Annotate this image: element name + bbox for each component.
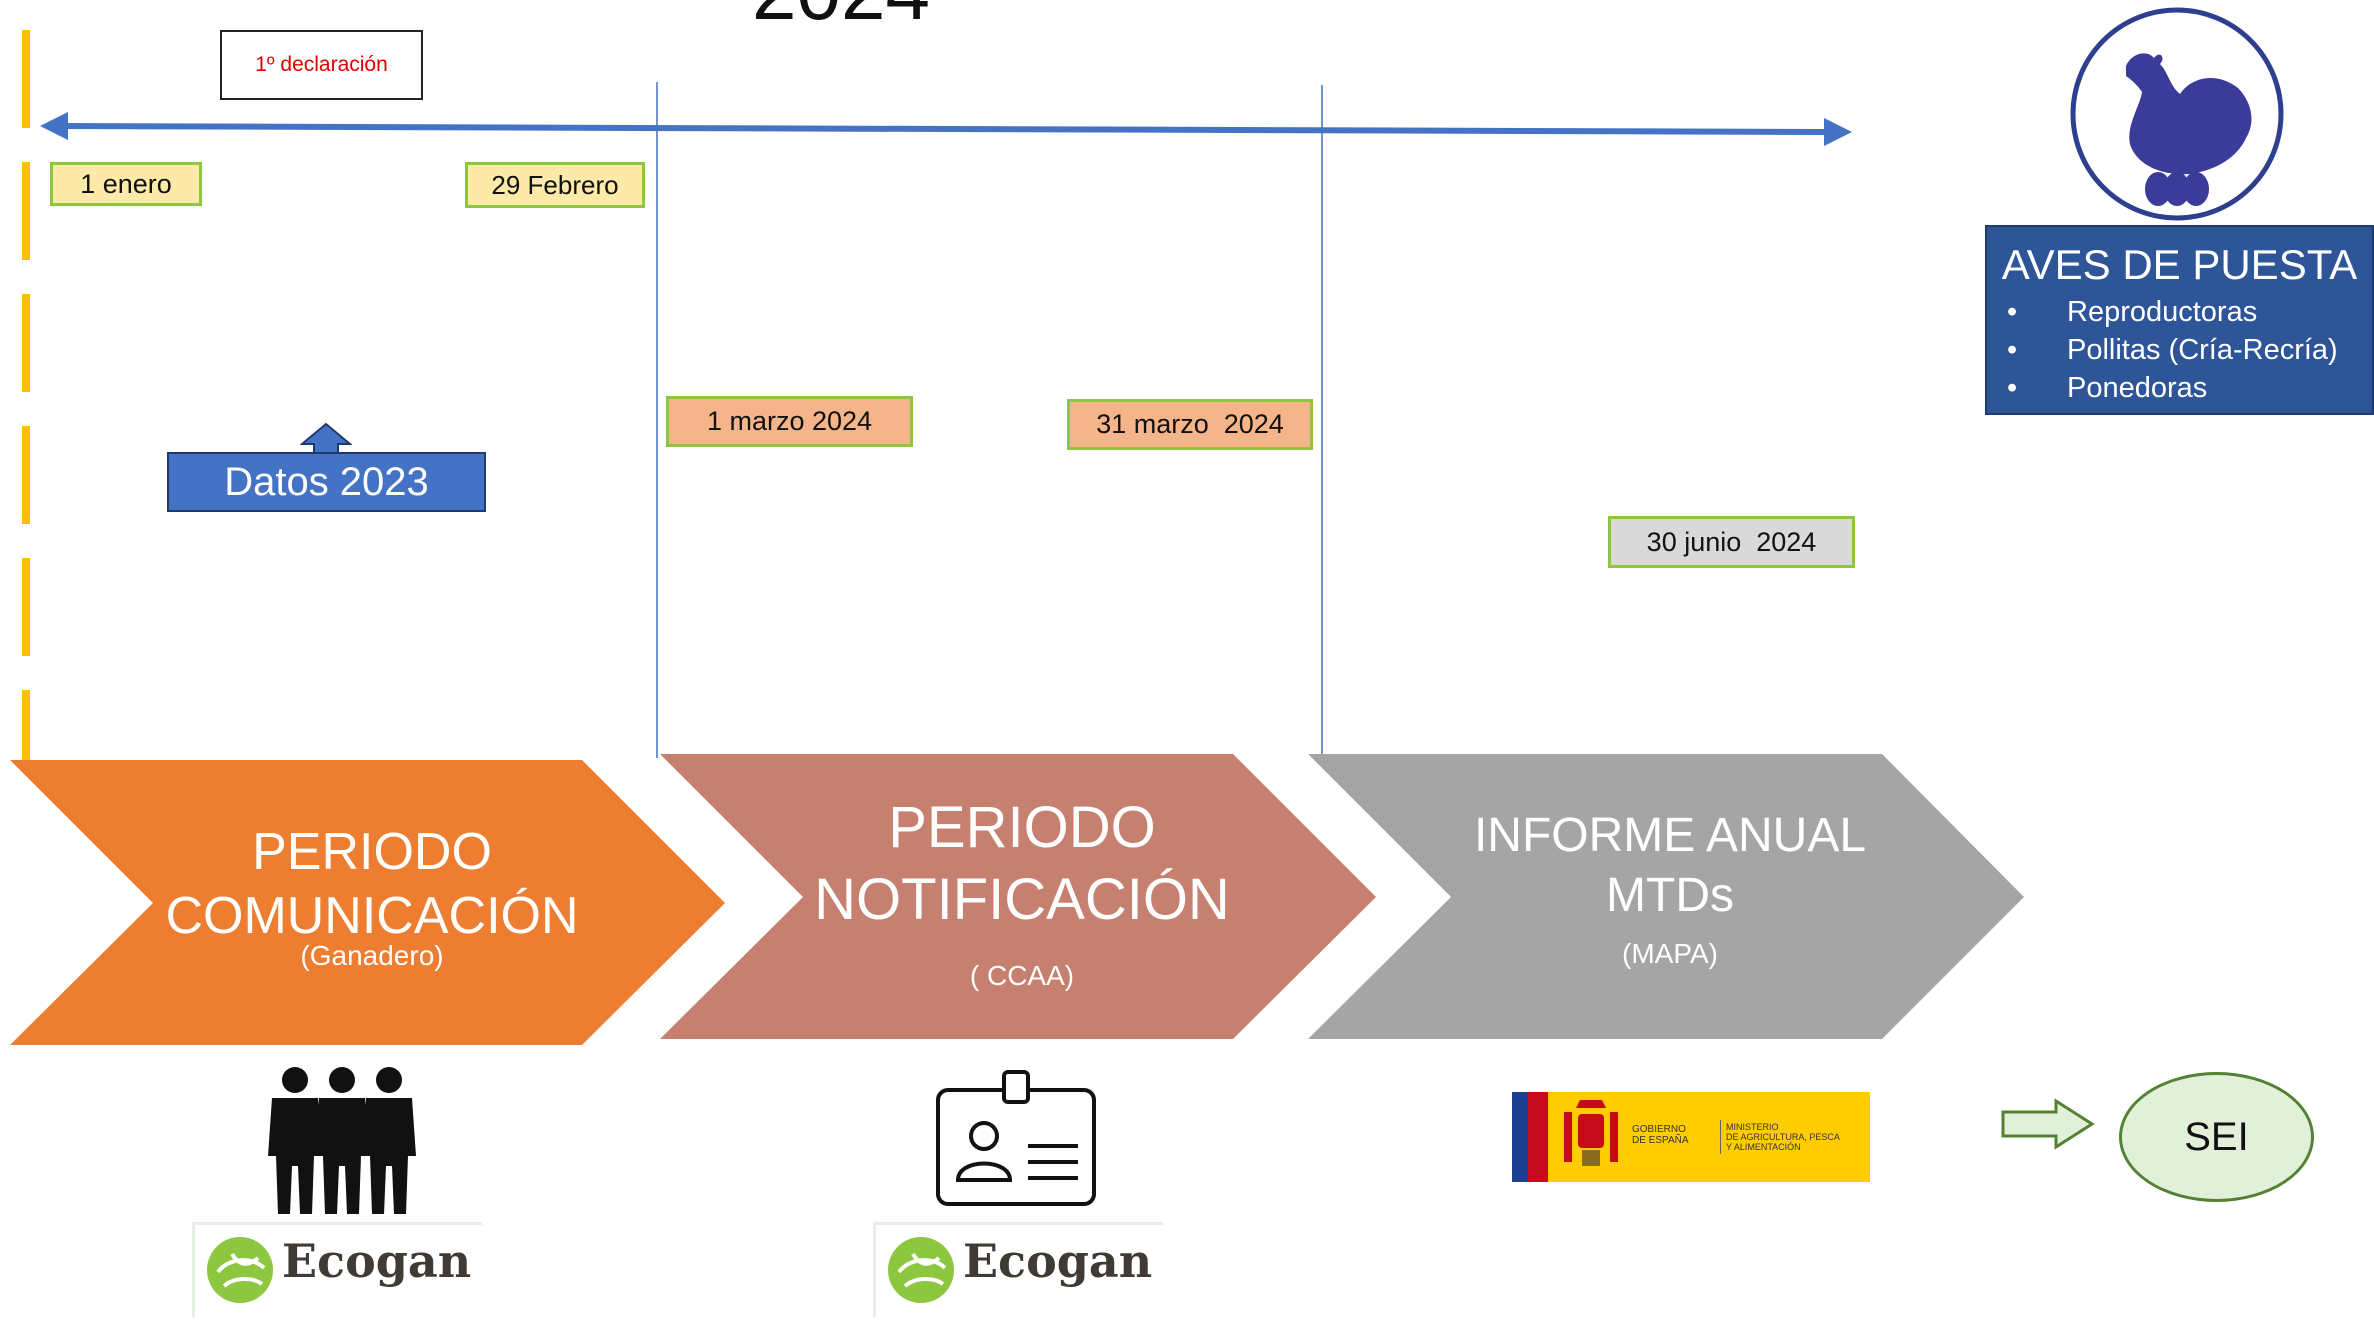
sei-ellipse: SEI (2119, 1072, 2314, 1202)
ecogan-logo: Ecogan (192, 1222, 482, 1317)
date-29-febrero: 29 Febrero (465, 162, 645, 208)
first-declaration-label: 1º declaración (220, 30, 423, 100)
list-item: Ponedoras (1987, 369, 2338, 407)
page-title: 2024 (752, 0, 930, 32)
stage-chevrons (10, 754, 2024, 1045)
ecogan-leaf-icon (207, 1237, 273, 1303)
chevron-comunicacion (10, 760, 725, 1045)
right-arrow-icon (2001, 1098, 2095, 1150)
id-card-icon (936, 1070, 1096, 1206)
stage-informe-sub: (MAPA) (1622, 938, 1718, 969)
ecogan-wordmark: Ecogan (963, 1234, 1153, 1288)
date-1-marzo-2024: 1 marzo 2024 (666, 396, 913, 447)
stage-informe-line2: MTDs (1606, 869, 1734, 922)
stage-notificacion-line1: PERIODO (888, 795, 1156, 860)
stage-informe-line1: INFORME ANUAL (1473, 809, 1867, 862)
aves-de-puesta-list: Reproductoras Pollitas (Cría-Recría) Pon… (1987, 293, 2338, 407)
eu-flag-stripe (1512, 1092, 1528, 1182)
date-1-enero: 1 enero (50, 162, 202, 206)
aves-de-puesta-box: AVES DE PUESTA Reproductoras Pollitas (C… (1985, 225, 2374, 415)
aves-de-puesta-title: AVES DE PUESTA (2001, 241, 2358, 288)
spanish-coat-of-arms-icon (1564, 1100, 1618, 1166)
stage-comunicacion-line2: COMUNICACIÓN (165, 887, 579, 945)
stage-comunicacion-line1: PERIODO (252, 823, 492, 881)
list-item: Reproductoras (1987, 293, 2338, 331)
stage-notificacion-sub: ( CCAA) (969, 960, 1075, 991)
stage-notificacion-text: PERIODO NOTIFICACIÓN ( CCAA) (790, 792, 1254, 994)
datos-2023-box: Datos 2023 (167, 452, 486, 512)
hen-icon (2070, 7, 2284, 221)
date-31-marzo-2024: 31 marzo 2024 (1067, 399, 1313, 450)
period-separator-lines (656, 82, 1323, 762)
stage-comunicacion-text: PERIODO COMUNICACIÓN (Ganadero) (140, 820, 604, 974)
ministerio-label: MINISTERIO DE AGRICULTURA, PESCA Y ALIME… (1726, 1122, 1840, 1152)
timeline-start-dashed-line (22, 30, 30, 760)
gobierno-label: GOBIERNO DE ESPAÑA (1632, 1124, 1689, 1146)
date-30-junio-2024: 30 junio 2024 (1608, 516, 1855, 568)
list-item: Pollitas (Cría-Recría) (1987, 331, 2338, 369)
timeline-arrow (40, 112, 1852, 146)
chevron-informe (1308, 754, 2024, 1039)
people-icon (268, 1067, 416, 1214)
ecogan-wordmark: Ecogan (282, 1234, 472, 1288)
ecogan-leaf-icon (888, 1237, 954, 1303)
stage-notificacion-line2: NOTIFICACIÓN (814, 867, 1230, 932)
up-arrow-icon (300, 422, 352, 456)
gobierno-de-espana-logo: GOBIERNO DE ESPAÑA MINISTERIO DE AGRICUL… (1512, 1092, 1870, 1182)
ecogan-logo: Ecogan (873, 1222, 1163, 1317)
stage-comunicacion-sub: (Ganadero) (300, 940, 444, 971)
stage-informe-text: INFORME ANUAL MTDs (MAPA) (1440, 806, 1900, 972)
chevron-notificacion (660, 754, 1376, 1039)
